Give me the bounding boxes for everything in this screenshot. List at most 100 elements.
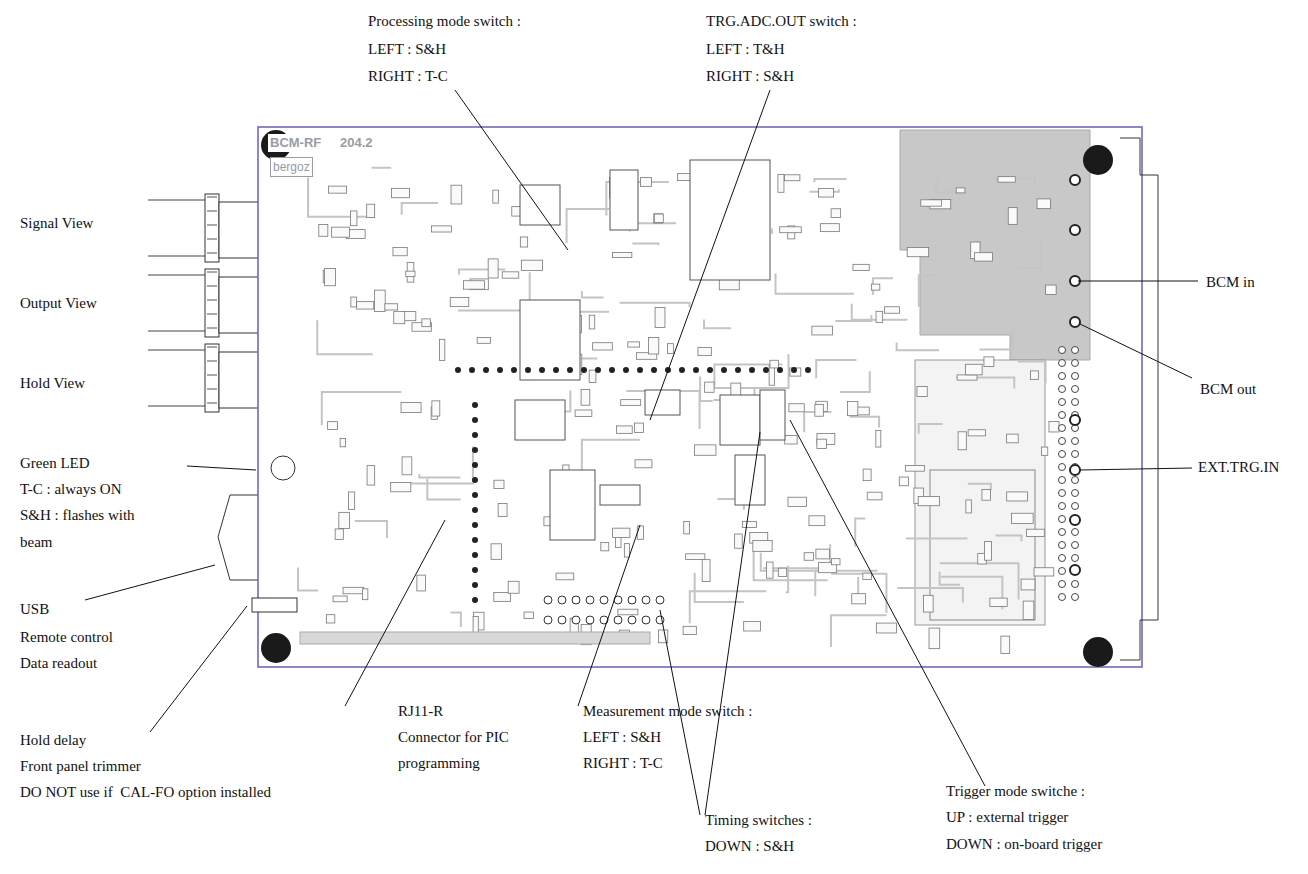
smd-component: [742, 521, 756, 527]
connector-pin: [1072, 477, 1079, 484]
smd-component: [702, 560, 710, 582]
callout-text: Processing mode switch :: [368, 12, 521, 30]
smd-component: [493, 190, 499, 203]
bnc-thread: [207, 328, 217, 329]
header-pin: [472, 417, 478, 423]
header-pin: [472, 432, 478, 438]
smd-component: [876, 311, 883, 322]
callout-text: Timing switches :: [705, 811, 812, 829]
smd-component: [1049, 421, 1059, 432]
connector-pin: [1072, 360, 1079, 367]
smd-component: [357, 302, 374, 309]
pcb-trace: [968, 484, 991, 490]
smd-component: [686, 554, 705, 560]
pcb-trace: [620, 303, 690, 308]
header-pin: [472, 477, 478, 483]
pcb-trace: [1019, 240, 1040, 268]
header-pin: [572, 596, 580, 604]
smd-component: [581, 390, 590, 406]
smd-component: [1037, 199, 1050, 209]
connector-pin: [1072, 347, 1079, 354]
smd-component: [966, 500, 971, 513]
smd-component: [815, 405, 823, 417]
ic-package: [515, 400, 565, 440]
callout-text: TRG.ADC.OUT switch :: [706, 12, 857, 30]
connector-pin: [1072, 490, 1079, 497]
smd-component: [867, 492, 882, 500]
callout-text: RIGHT : T-C: [583, 754, 663, 772]
leader-line: [345, 520, 445, 706]
smd-component: [831, 559, 840, 565]
smd-component: [863, 469, 871, 481]
header-pin: [721, 367, 727, 373]
callout-text: USB: [20, 600, 49, 618]
bnc-thread: [207, 361, 217, 362]
header-pin: [544, 596, 552, 604]
smd-component: [770, 360, 779, 368]
callout-text: Output View: [20, 294, 97, 312]
connector-pin: [1059, 477, 1066, 484]
smd-component: [367, 204, 375, 217]
pcb-trace: [704, 320, 731, 329]
leader-line: [187, 466, 256, 470]
board-marking: bergoz: [270, 157, 313, 177]
header-pin: [609, 367, 615, 373]
smd-component: [477, 337, 490, 343]
smd-component: [339, 512, 350, 528]
smd-component: [328, 422, 338, 430]
bnc-thread: [207, 225, 217, 226]
board-outline: [258, 127, 1142, 667]
header-pin: [600, 596, 608, 604]
bnc-thread: [207, 314, 217, 315]
smd-component: [789, 404, 804, 412]
leader-line: [650, 90, 770, 420]
smd-component: [683, 626, 696, 634]
ic-package: [735, 455, 765, 505]
header-pin: [472, 567, 478, 573]
ic-package: [550, 470, 595, 540]
smd-component: [957, 375, 977, 380]
header-pin: [586, 616, 594, 624]
smd-component: [863, 573, 872, 579]
leader-line: [1080, 324, 1192, 378]
pcb-trace: [427, 478, 460, 499]
smd-component: [767, 562, 773, 578]
callout-text: T-C : always ON: [20, 480, 122, 498]
smd-component: [654, 214, 663, 222]
callout-text: Green LED: [20, 454, 90, 472]
smd-component: [1023, 601, 1034, 619]
connector-pin: [1059, 412, 1066, 419]
smd-component: [918, 496, 939, 505]
smd-component: [432, 401, 440, 416]
connector-pin: [1070, 225, 1080, 235]
leader-line: [578, 525, 640, 706]
bnc-nut: [205, 269, 219, 337]
header-pin: [628, 616, 636, 624]
callout-text: RJ11-R: [398, 702, 443, 720]
module-area: [915, 360, 1045, 625]
smd-component: [641, 178, 652, 187]
connector-pin: [1072, 581, 1079, 588]
pcb-trace: [355, 521, 387, 538]
cable-line: [148, 200, 205, 201]
header-pin: [472, 582, 478, 588]
smd-component: [494, 593, 511, 602]
smd-component: [784, 175, 799, 181]
header-pin: [472, 402, 478, 408]
smd-component: [520, 237, 527, 247]
pcb-trace: [402, 203, 438, 215]
connector-pin: [1059, 503, 1066, 510]
smd-component: [617, 426, 633, 433]
smd-component: [385, 304, 398, 310]
connector-pin: [1059, 425, 1066, 432]
connector-pin: [1059, 568, 1066, 575]
smd-component: [899, 477, 908, 486]
smd-component: [778, 568, 786, 576]
connector-pin: [1059, 347, 1066, 354]
header-pin: [572, 616, 580, 624]
header-pin: [791, 367, 797, 373]
smd-component: [491, 544, 501, 560]
callout-text: Signal View: [20, 214, 93, 232]
smd-component: [422, 319, 430, 327]
callout-text: Hold delay: [20, 731, 86, 749]
